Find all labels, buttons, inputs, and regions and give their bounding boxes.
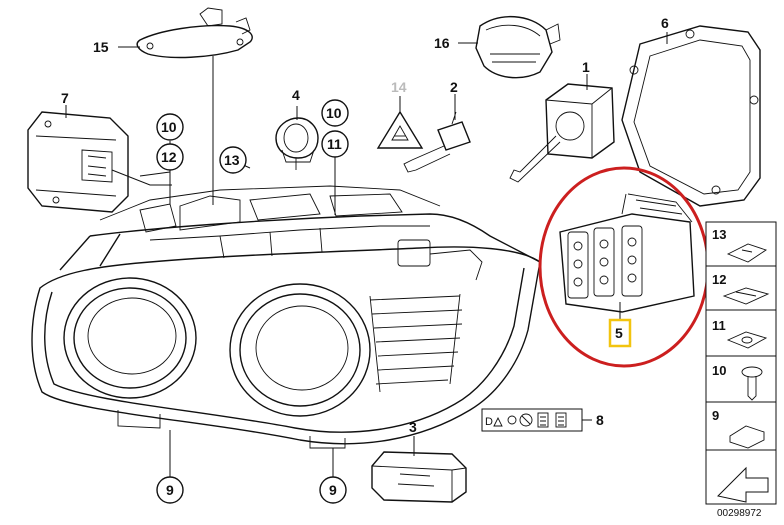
callout-10-left[interactable]: 10: [161, 119, 177, 135]
part-5-led-module: [559, 193, 695, 313]
callout-14[interactable]: 14: [391, 79, 407, 95]
hw-label-12: 12: [712, 272, 726, 287]
part-15-cover: [136, 7, 253, 59]
clip-12-icon: [722, 287, 770, 305]
callout-4[interactable]: 4: [292, 87, 300, 103]
hw-label-13: 13: [712, 227, 726, 242]
callout-9-left[interactable]: 9: [166, 482, 174, 498]
callout-15[interactable]: 15: [93, 39, 109, 55]
callout-6[interactable]: 6: [661, 15, 669, 31]
hardware-panel: 13 12 11 10 9: [705, 221, 777, 505]
callout-7[interactable]: 7: [61, 90, 69, 106]
svg-text:D: D: [485, 416, 493, 428]
hw-label-9: 9: [712, 408, 719, 423]
callout-2[interactable]: 2: [450, 79, 458, 95]
part-3-ballast: [371, 451, 467, 503]
callout-12[interactable]: 12: [161, 149, 177, 165]
callout-9-right[interactable]: 9: [329, 482, 337, 498]
callout-3[interactable]: 3: [409, 419, 417, 435]
callout-13[interactable]: 13: [224, 152, 240, 168]
callout-8[interactable]: 8: [596, 412, 604, 428]
hw-label-11: 11: [712, 318, 726, 333]
part-4-bulb: [275, 117, 319, 170]
part-6-frame: [621, 25, 761, 207]
callout-5[interactable]: 5: [615, 325, 623, 341]
clip-13-icon: [726, 243, 768, 263]
hazard-symbols-icon: D: [481, 408, 583, 432]
hw-label-10: 10: [712, 363, 726, 378]
part-1-ignition-module: [509, 83, 615, 183]
callout-16[interactable]: 16: [434, 35, 450, 51]
warning-triangle-icon: [376, 110, 424, 149]
part-16-cap: [475, 15, 561, 79]
callout-11[interactable]: 11: [327, 136, 342, 152]
nut-9-icon: [729, 425, 765, 449]
part-2-burner: [403, 111, 471, 173]
nut-11-icon: [726, 331, 768, 349]
part-7-control-unit: [27, 111, 129, 213]
highlight-box: [608, 318, 632, 348]
arrow-icon: [716, 466, 769, 503]
screw-10-icon: [741, 366, 763, 401]
headlight-housing: [31, 185, 541, 449]
diagram-code: 00298972: [717, 508, 762, 519]
callout-1[interactable]: 1: [582, 59, 590, 75]
callout-10-right[interactable]: 10: [326, 105, 342, 121]
